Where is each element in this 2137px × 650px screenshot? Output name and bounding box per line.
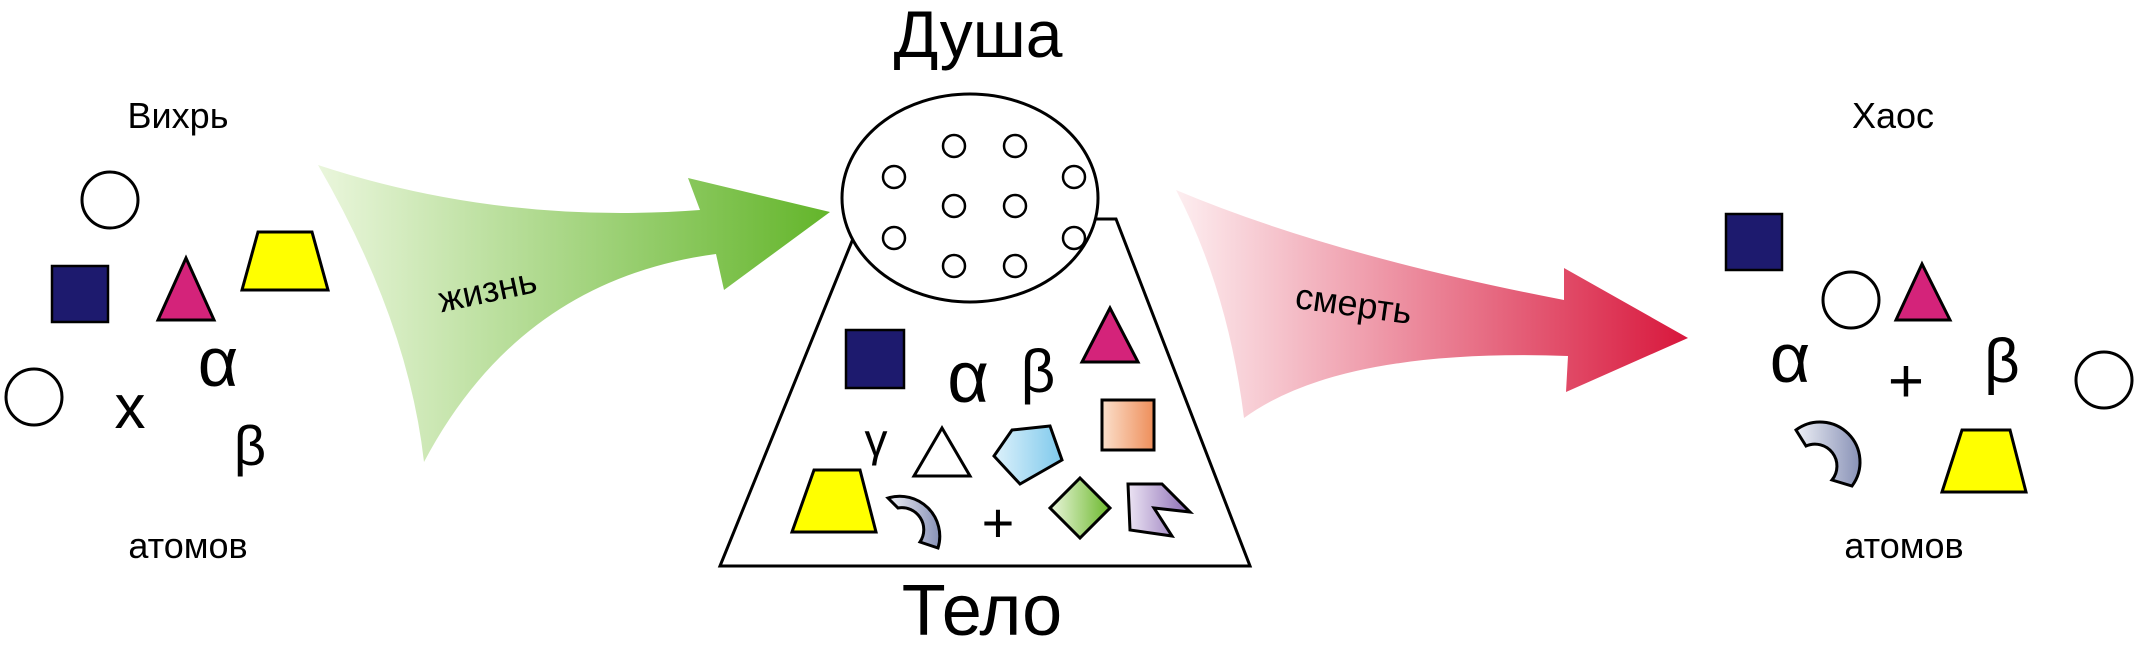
left-yellow-trapezoid [240,230,330,292]
soul-ellipse [840,92,1100,304]
atom-vortex-group: Вихрь x α β атомов [4,95,330,566]
right-symbol-alpha: α [1770,319,1810,397]
body-label: Тело [902,571,1062,650]
chaos-title: Хаос [1852,95,1934,136]
left-circle-top [80,170,140,230]
soul-atom [1061,164,1087,190]
right-navy-square [1724,212,1784,272]
chaos-group: Хаос α + β атомов [1724,95,2134,566]
left-navy-square [50,264,110,324]
life-arrow: жизнь [318,165,830,462]
vortex-title: Вихрь [128,95,229,136]
left-symbol-chi: x [115,373,146,442]
soul-atom [881,164,907,190]
body-trapezoid-group: Душа α β γ + Тело [717,0,1253,650]
right-symbol-beta: β [1984,327,2020,396]
left-symbol-beta: β [234,414,266,477]
body-purple-chevron [1126,482,1195,538]
left-magenta-triangle [155,254,217,322]
body-orange-square [1100,398,1156,452]
soul-label: Душа [894,0,1063,71]
body-symbol-plus: + [982,491,1015,554]
body-symbol-beta: β [1021,338,1056,405]
soul-atoms [881,133,1087,279]
body-grey-crescent [885,494,942,550]
soul-atom [941,133,967,159]
vortex-subtitle: атомов [128,525,247,566]
soul-atom [941,253,967,279]
body-magenta-triangle [1079,304,1141,364]
right-grey-crescent [1793,420,1862,488]
body-navy-square [844,328,906,390]
left-symbol-alpha: α [198,323,238,401]
soul-atom [1002,193,1028,219]
right-yellow-trapezoid [1939,428,2028,494]
right-magenta-triangle [1893,260,1953,322]
body-symbol-alpha: α [947,338,989,418]
body-blue-pentagon [992,424,1064,486]
soul-atom [1061,225,1087,251]
death-arrow: смерть [1176,190,1688,418]
soul-atom [1002,133,1028,159]
right-symbol-plus: + [1888,347,1924,416]
body-symbol-gamma: γ [865,414,888,466]
soul-atom [941,193,967,219]
left-circle-bottom [4,367,64,427]
soul-atom [881,225,907,251]
right-circle-left [1821,270,1881,330]
body-green-diamond [1047,475,1113,541]
body-yellow-trapezoid [789,468,878,534]
chaos-subtitle: атомов [1844,525,1963,566]
soul-atom [1002,253,1028,279]
right-circle-edge [2074,350,2134,410]
body-white-triangle [911,425,973,478]
